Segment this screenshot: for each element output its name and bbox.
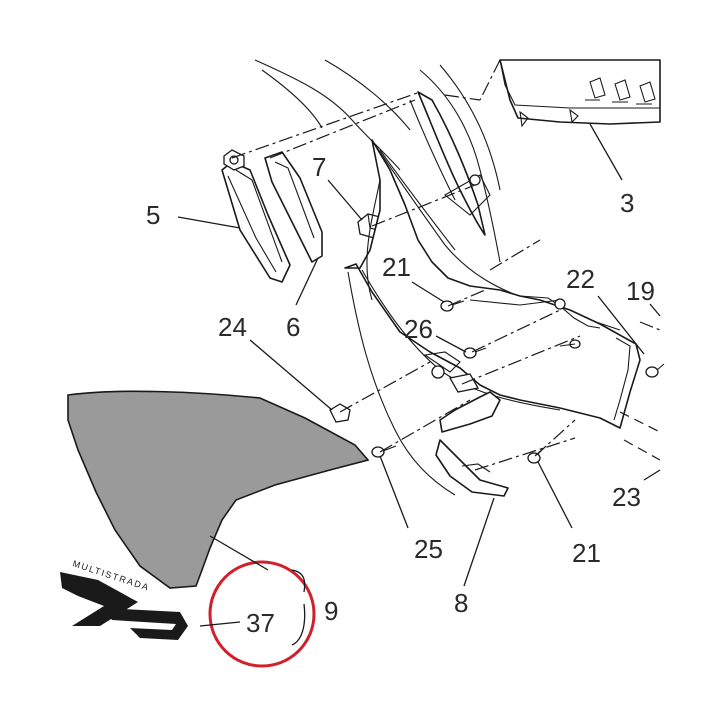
part-5-side-cover	[221, 149, 291, 283]
callout-9: 9	[324, 596, 338, 626]
decal-2-shape	[104, 608, 188, 640]
callout-37: 37	[246, 608, 275, 638]
screw-26	[463, 347, 487, 359]
knee-panel-grey	[67, 390, 370, 589]
callout-6: 6	[286, 312, 300, 342]
grommet-24	[329, 403, 351, 423]
callout-22: 22	[566, 264, 595, 294]
fastener-icon	[469, 174, 481, 186]
callout-labels: 3 5 6 7 8 9 19 21 21 22 23 24 25 26 37	[146, 152, 655, 638]
callout-19: 19	[626, 276, 655, 306]
fasteners	[329, 300, 665, 464]
callout-8: 8	[454, 588, 468, 618]
callout-26: 26	[404, 314, 433, 344]
callout-25: 25	[414, 534, 443, 564]
part-6-inner-panel	[264, 151, 323, 263]
screw-19	[645, 363, 665, 378]
screw-21-upper	[440, 300, 465, 312]
leader-lines	[177, 123, 661, 646]
callout-24: 24	[218, 312, 247, 342]
bolt-22	[559, 339, 581, 349]
part-3-upper-panel	[499, 59, 661, 128]
highlight-ring	[208, 560, 316, 668]
lower-fairing-main	[344, 139, 641, 496]
callout-7: 7	[312, 152, 326, 182]
part-9-side-panel	[67, 390, 370, 589]
callout-5: 5	[146, 200, 160, 230]
callout-21-upper: 21	[382, 252, 411, 282]
callout-21-lower: 21	[572, 538, 601, 568]
assembly-lines	[231, 59, 661, 471]
callout-23: 23	[612, 482, 641, 512]
screw-25	[371, 445, 397, 458]
part-8-lower-spoiler	[435, 391, 509, 497]
callout-3: 3	[620, 188, 634, 218]
